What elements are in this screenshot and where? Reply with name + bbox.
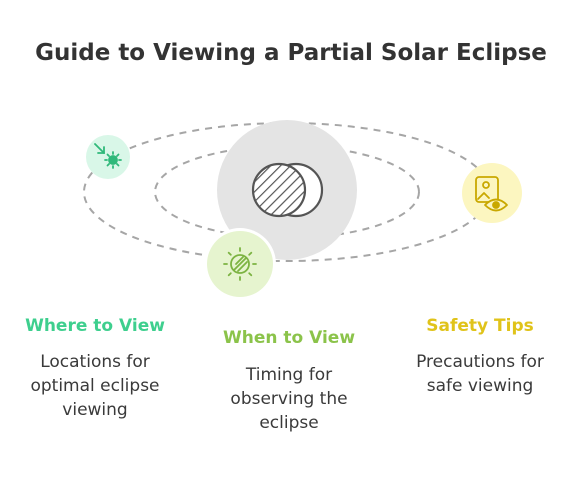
safety-tips-description: Precautions for safe viewing <box>382 350 578 398</box>
where-desc-line-2: optimal eclipse <box>30 376 160 396</box>
when-desc-line-2: observing the <box>230 389 348 409</box>
safety-tips-node[interactable] <box>462 163 522 223</box>
when-desc-line-3: eclipse <box>259 413 319 433</box>
partial-eclipse-icon <box>251 162 324 218</box>
when-desc-line-1: Timing for <box>245 365 333 385</box>
eye-image-icon <box>475 176 508 212</box>
sun-eclipse-icon <box>223 247 257 281</box>
where-to-view-description: Locations for optimal eclipse viewing <box>0 350 190 422</box>
safety-desc-line-1: Precautions for <box>416 352 544 372</box>
when-to-view-node[interactable] <box>204 228 276 300</box>
compass-arrow-icon <box>94 143 122 169</box>
page-title: Guide to Viewing a Partial Solar Eclipse <box>35 40 547 66</box>
safety-tips-heading: Safety Tips <box>426 316 534 336</box>
when-to-view-description: Timing for observing the eclipse <box>194 363 384 435</box>
where-desc-line-1: Locations for <box>40 352 150 372</box>
when-to-view-heading: When to View <box>222 328 356 348</box>
safety-desc-line-2: safe viewing <box>426 376 534 396</box>
where-desc-line-3: viewing <box>62 400 128 420</box>
where-to-view-heading: Where to View <box>25 316 165 336</box>
where-to-view-node[interactable] <box>86 135 130 179</box>
